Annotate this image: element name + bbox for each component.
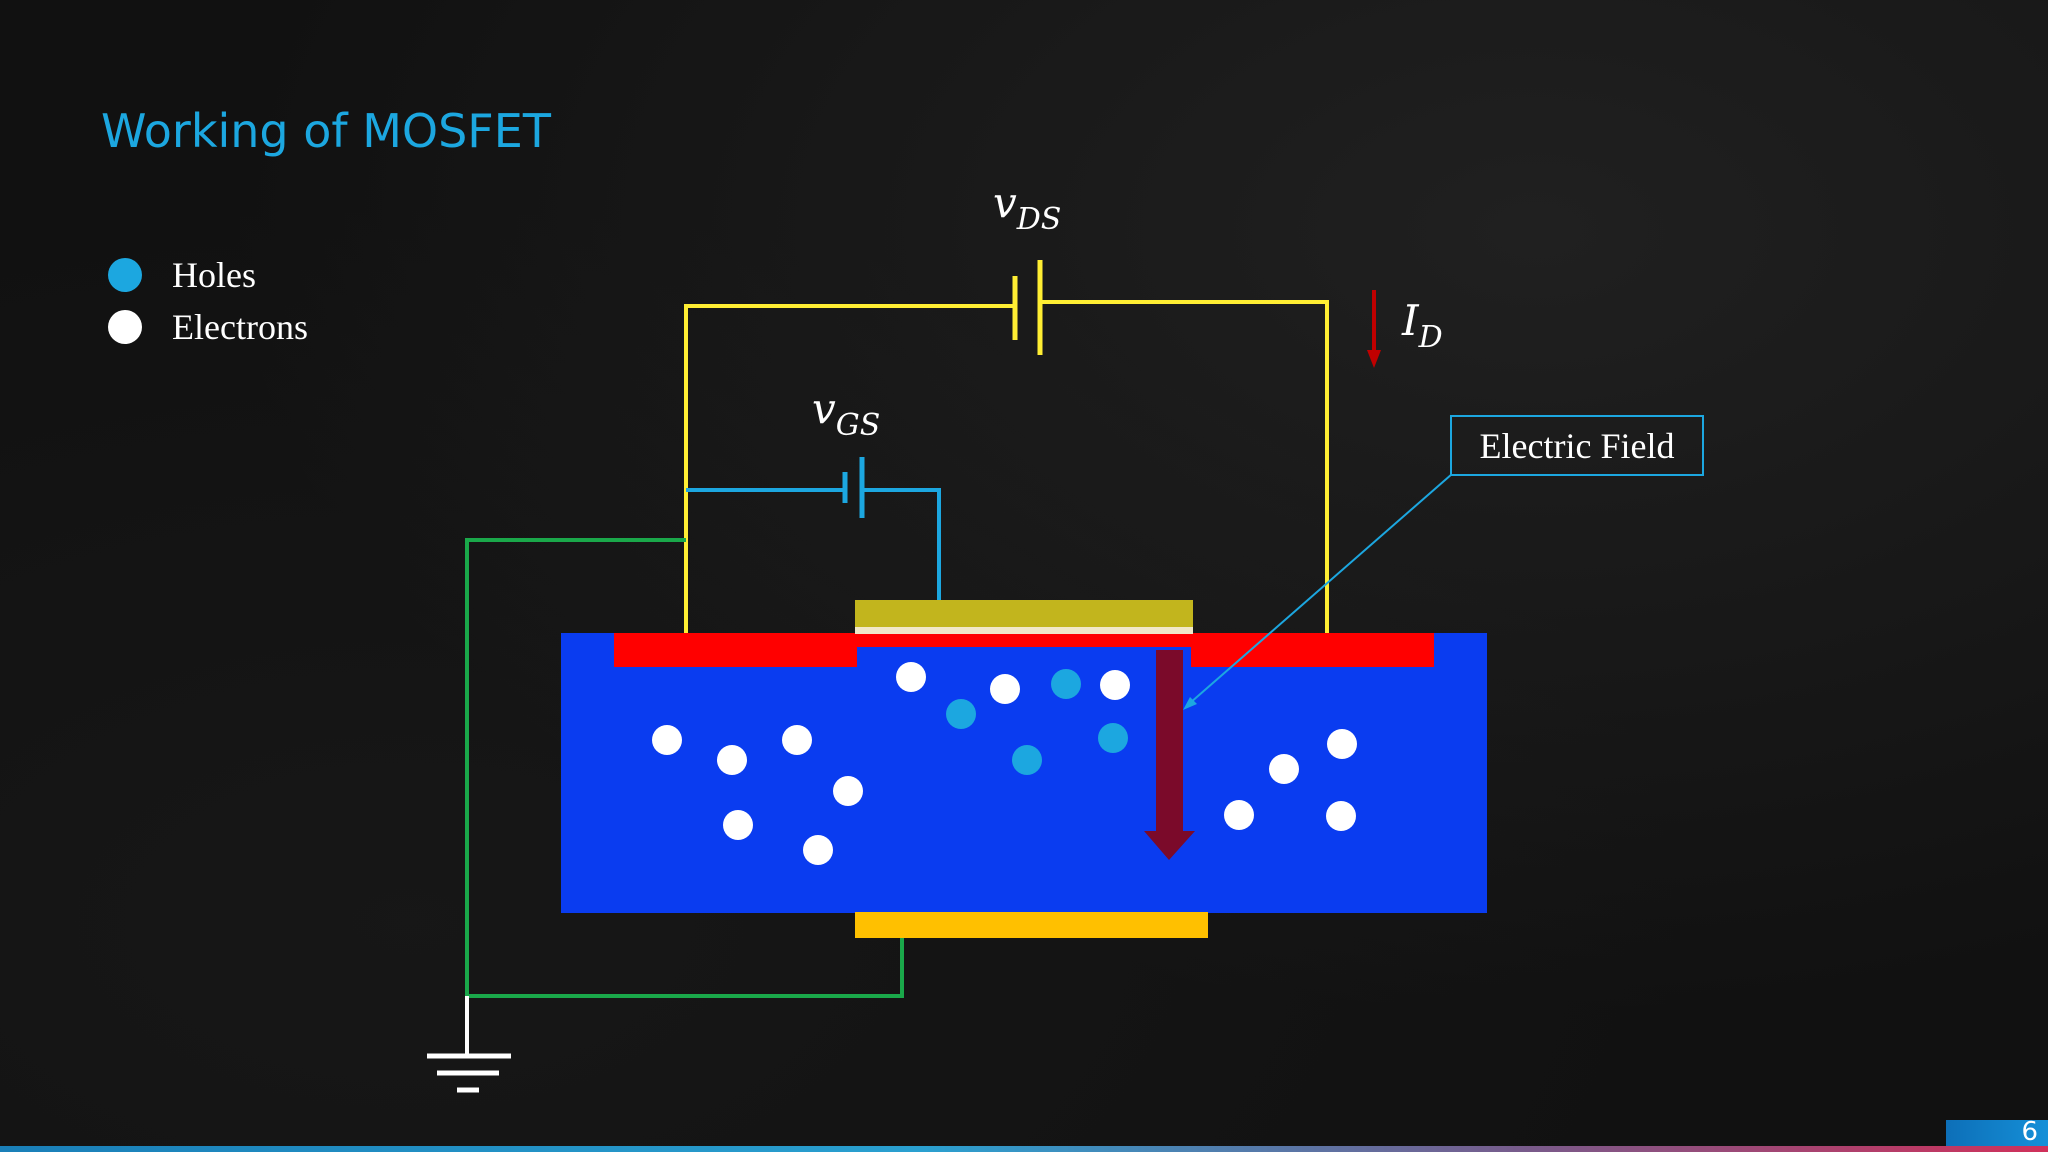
electron	[990, 674, 1020, 704]
id-label-sub: D	[1418, 320, 1443, 355]
electric-field-label: Electric Field	[1450, 415, 1704, 476]
hole	[1098, 723, 1128, 753]
page-number-badge: 6	[1946, 1117, 2048, 1147]
electric-field-leader	[1183, 473, 1453, 710]
ground-icon	[427, 1053, 511, 1093]
gate-metal	[855, 600, 1193, 627]
footer-accent-bar	[0, 1146, 2048, 1152]
id-label-main: I	[1402, 296, 1419, 345]
legend-holes: Holes	[108, 254, 256, 296]
legend-holes-label: Holes	[172, 255, 256, 295]
electron	[833, 776, 863, 806]
page-number: 6	[2021, 1117, 2038, 1147]
vds-wire-right	[1042, 300, 1329, 633]
vds-label: vDS	[993, 178, 1061, 237]
id-label: ID	[1402, 296, 1443, 355]
body-contact	[855, 912, 1208, 938]
vds-wire-left	[684, 304, 1013, 633]
electron-dot-icon	[108, 310, 142, 344]
vgs-label: vGS	[812, 384, 880, 443]
source-region	[614, 633, 857, 667]
hole-dot-icon	[108, 258, 142, 292]
electron	[1327, 729, 1357, 759]
electron	[896, 662, 926, 692]
electron	[1326, 801, 1356, 831]
legend-electrons-label: Electrons	[172, 307, 308, 347]
hole	[1012, 745, 1042, 775]
drain-current-arrow-icon	[1367, 290, 1381, 368]
electron	[1269, 754, 1299, 784]
vgs-wire-right	[862, 488, 941, 600]
vds-label-sub: DS	[1016, 202, 1062, 237]
hole	[1051, 669, 1081, 699]
channel-layer	[855, 633, 1193, 647]
electron	[782, 725, 812, 755]
vds-label-main: v	[993, 178, 1017, 227]
vgs-label-sub: GS	[835, 408, 881, 443]
charge-carriers	[652, 662, 1357, 865]
electron	[723, 810, 753, 840]
drain-region	[1191, 633, 1434, 667]
circuit-wires	[465, 260, 1329, 1056]
gate-oxide	[855, 625, 1193, 634]
electric-field-arrow	[1144, 650, 1195, 860]
electron	[803, 835, 833, 865]
electron	[717, 745, 747, 775]
electron	[652, 725, 682, 755]
electron	[1100, 670, 1130, 700]
page-title: Working of MOSFET	[101, 104, 551, 158]
vgs-label-main: v	[812, 384, 836, 433]
legend-electrons: Electrons	[108, 306, 308, 348]
electron	[1224, 800, 1254, 830]
hole	[946, 699, 976, 729]
